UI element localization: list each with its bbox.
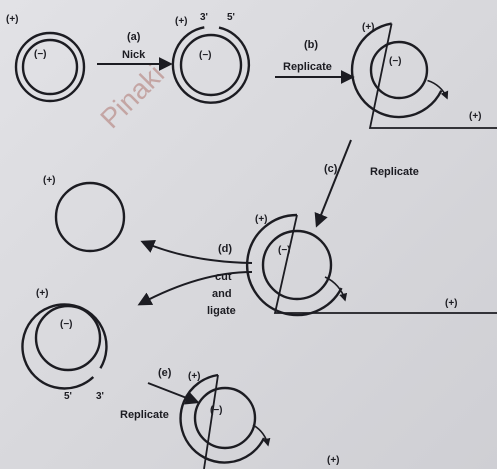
circle-2-minus-label: (−) bbox=[199, 50, 212, 61]
circle-2-three-prime: 3' bbox=[200, 12, 208, 23]
circle-2-inner-strand bbox=[181, 35, 241, 95]
circle-3-tail-plus-label: (+) bbox=[469, 111, 482, 122]
circle-1-minus-label: (−) bbox=[34, 49, 47, 60]
circle-3-plus-label: (+) bbox=[362, 22, 375, 33]
circle-5-single-strand bbox=[56, 183, 124, 251]
circle-7-tail-plus-label: (+) bbox=[327, 455, 340, 466]
circle-5-plus-strand bbox=[56, 183, 124, 251]
arrow-d-upper bbox=[143, 242, 252, 263]
step-e-word: Replicate bbox=[120, 409, 169, 421]
circle-1-plus-label: (+) bbox=[6, 14, 19, 25]
circle-7-tail bbox=[204, 375, 218, 469]
circle-4-template-strand bbox=[263, 231, 331, 299]
circle-2-plus-label: (+) bbox=[175, 16, 188, 27]
circle-1-outer-strand bbox=[16, 33, 84, 101]
circle-4-minus-label: (−) bbox=[278, 245, 291, 256]
watermark: Pinaki bbox=[94, 58, 170, 134]
circle-6-outer-strand-nicked bbox=[22, 304, 106, 388]
step-d-word-cut: cut bbox=[215, 271, 232, 283]
circle-2-five-prime: 5' bbox=[227, 12, 235, 23]
circle-1-inner-strand bbox=[23, 40, 77, 94]
step-b-letter: (b) bbox=[304, 39, 318, 51]
circle-3-template-strand bbox=[371, 42, 427, 98]
circle-6-plus-label: (+) bbox=[36, 288, 49, 299]
circle-6-five-prime: 5' bbox=[64, 391, 72, 402]
circle-4-rolling bbox=[247, 215, 497, 315]
circle-6-inner-strand bbox=[36, 306, 100, 370]
step-d-letter: (d) bbox=[218, 243, 232, 255]
circle-1-dsdna bbox=[16, 33, 84, 101]
step-a-letter: (a) bbox=[127, 31, 141, 43]
step-b-word: Replicate bbox=[283, 61, 332, 73]
circle-2-nicked bbox=[173, 27, 249, 102]
step-c-word: Replicate bbox=[370, 166, 419, 178]
circle-7-plus-label: (+) bbox=[188, 371, 201, 382]
circle-7-template-strand bbox=[195, 388, 255, 448]
step-d-word-and: and bbox=[212, 288, 232, 300]
circle-6-nicked bbox=[22, 304, 106, 388]
step-d-word-ligate: ligate bbox=[207, 305, 236, 317]
svg-text:Pinaki: Pinaki bbox=[94, 58, 170, 134]
circle-7-rolling bbox=[181, 375, 268, 469]
step-a-word: Nick bbox=[122, 49, 146, 61]
circle-5-plus-label: (+) bbox=[43, 175, 56, 186]
circle-4-plus-label: (+) bbox=[255, 214, 268, 225]
circle-4-tail-plus-label: (+) bbox=[445, 298, 458, 309]
circle-6-minus-label: (−) bbox=[60, 319, 73, 330]
circle-2-outer-strand-nicked bbox=[173, 27, 249, 102]
arrow-d-lower bbox=[140, 272, 252, 304]
circle-7-minus-label: (−) bbox=[210, 405, 223, 416]
step-c-letter: (c) bbox=[324, 163, 338, 175]
circle-3-minus-label: (−) bbox=[389, 56, 402, 67]
step-e-letter: (e) bbox=[158, 367, 172, 379]
arrow-c bbox=[317, 140, 351, 225]
circle-6-three-prime: 3' bbox=[96, 391, 104, 402]
